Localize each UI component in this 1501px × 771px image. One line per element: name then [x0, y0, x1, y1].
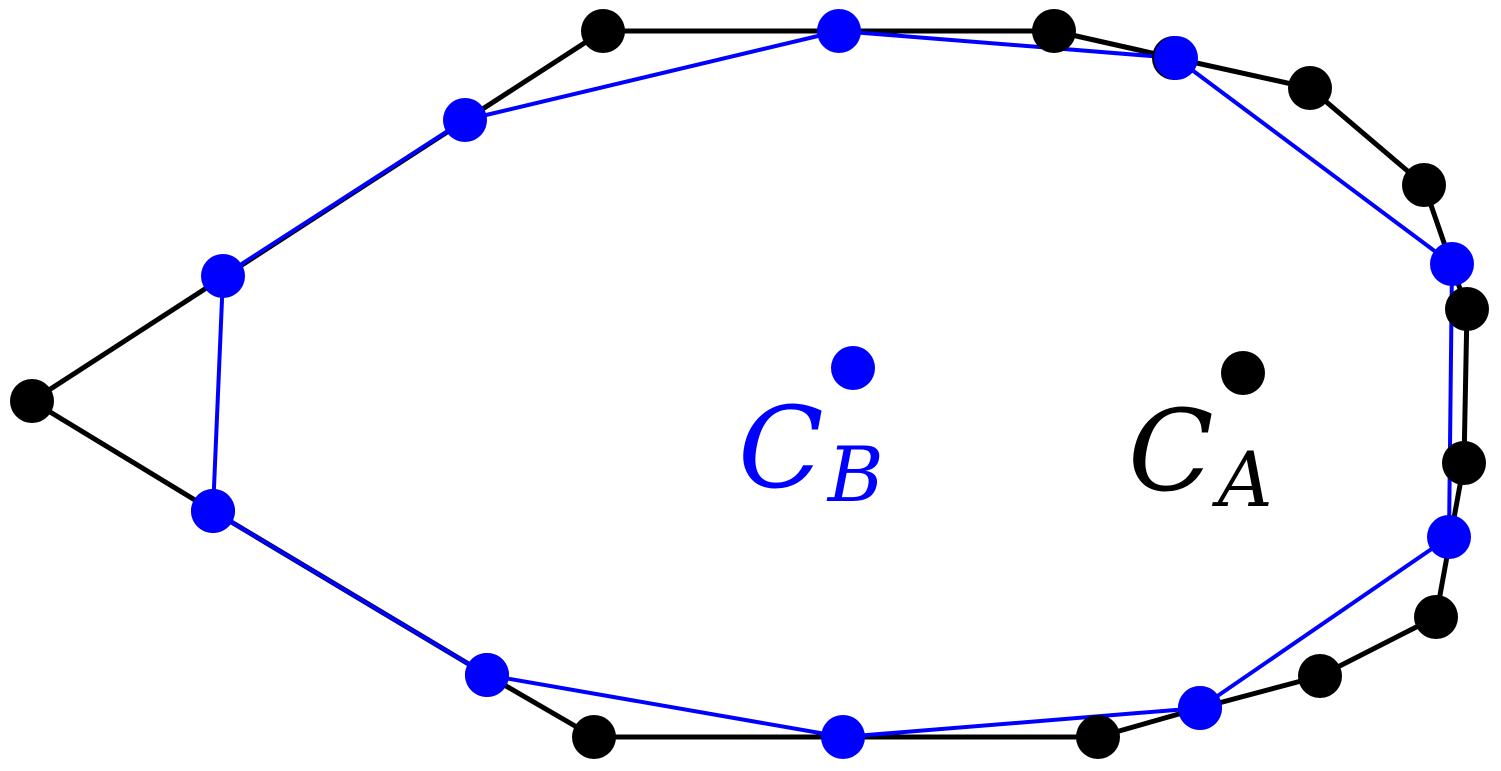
- polygon-a-vertex: [1298, 654, 1342, 698]
- polygon-a-vertex: [572, 715, 616, 759]
- polygon-a-vertex: [10, 379, 54, 423]
- polygon-a-vertex: [581, 9, 625, 53]
- polygon-a-vertex: [1288, 66, 1332, 110]
- polygon-b-edge: [464, 29, 840, 122]
- centroid-b-point: [831, 346, 875, 390]
- polygon-a-edge: [1461, 308, 1470, 464]
- polygon-a-vertex: [1445, 287, 1489, 331]
- centroid-a-label-subscript: A: [1212, 435, 1273, 524]
- centroid-a-label-main: C: [1128, 387, 1214, 517]
- polygon-b-vertex: [1178, 686, 1222, 730]
- polygon-b-vertex: [191, 489, 235, 533]
- centroid-a-point: [1221, 351, 1265, 395]
- polygon-b-edge: [1198, 535, 1451, 710]
- polygon-b-edge: [211, 509, 489, 677]
- polygon-b-edge: [486, 673, 844, 739]
- polygon-b-vertex: [1154, 36, 1198, 80]
- polygon-b-vertex: [1430, 242, 1474, 286]
- centroid-b-label-main: C: [738, 384, 824, 514]
- polygon-a-vertex: [1402, 163, 1446, 207]
- polygon-a-edge: [1308, 86, 1426, 187]
- polygon-b-edge: [838, 29, 1177, 60]
- polygon-b-edge: [221, 118, 467, 278]
- centroid-a-label: CA: [1128, 387, 1273, 524]
- polygon-b-vertex: [817, 9, 861, 53]
- centroid-b-label-subscript: B: [826, 430, 884, 519]
- polygon-b-vertex: [443, 98, 487, 142]
- centroid-b-label: CB: [738, 384, 884, 519]
- polygon-a-vertex: [1442, 441, 1486, 485]
- polygon-b-edges: [211, 29, 1454, 739]
- polygon-b-vertex: [1427, 515, 1471, 559]
- polygon-a-vertex: [1076, 715, 1120, 759]
- polygon-b-edge: [842, 706, 1201, 739]
- polygon-a-edge: [30, 398, 215, 514]
- polygon-a-vertex: [1414, 595, 1458, 639]
- polygon-b-edge: [211, 275, 225, 512]
- polygon-b-vertex: [465, 653, 509, 697]
- polygon-b-edge: [1174, 56, 1454, 266]
- polygon-b-vertex: [821, 715, 865, 759]
- polygon-a-vertex: [1032, 9, 1076, 53]
- polygon-b-vertices: [191, 9, 1474, 759]
- polygon-b-vertex: [201, 254, 245, 298]
